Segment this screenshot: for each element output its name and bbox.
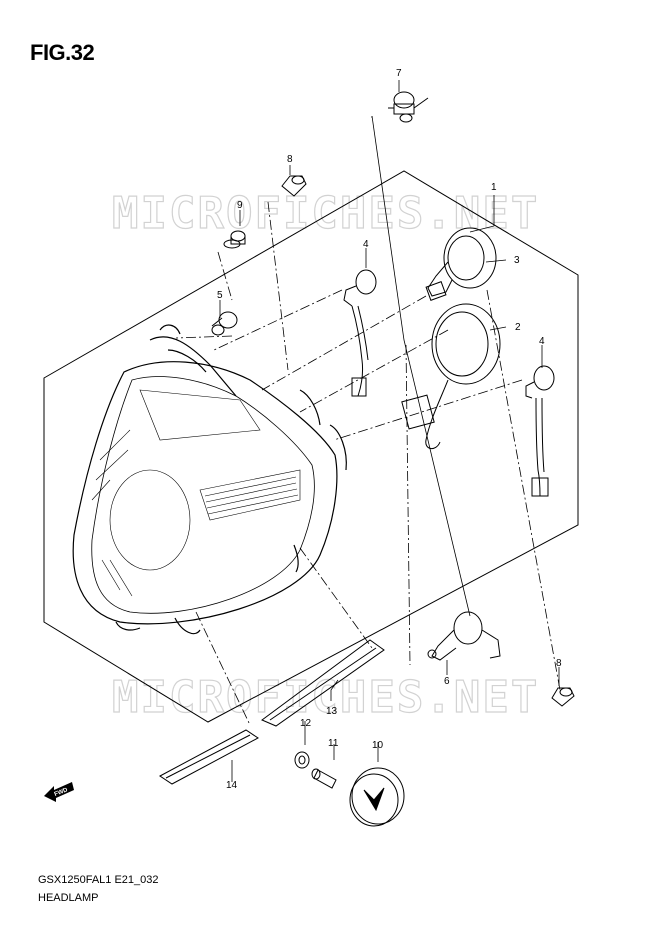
figure-title: FIG.32	[30, 40, 95, 65]
callout-3: 3	[514, 255, 520, 266]
callout-9: 9	[237, 200, 243, 211]
callout-numbers: 1 2 3 4 4 5 6 7 8 8 9 10 11 12 13 14	[217, 68, 562, 791]
screw-9	[223, 230, 246, 249]
projection-lines	[175, 201, 561, 726]
leader-lines	[219, 80, 560, 782]
spacer-11	[311, 768, 337, 789]
callout-2: 2	[515, 322, 521, 333]
trim-strip-13	[261, 639, 385, 727]
callout-4-left: 4	[363, 239, 369, 250]
bulb-holder-2	[401, 303, 501, 449]
callout-8-bottom: 8	[556, 658, 562, 669]
callout-11: 11	[328, 738, 339, 749]
callout-14: 14	[226, 780, 238, 791]
callout-4-right: 4	[539, 336, 545, 347]
wedge-bulb-8-top	[281, 175, 307, 197]
callout-13: 13	[326, 706, 338, 717]
watermark-top: MICROFICHES.NET	[112, 188, 539, 239]
callout-5: 5	[217, 290, 223, 301]
bulb-socket-3	[425, 227, 497, 301]
grommet-5	[211, 311, 238, 336]
bulb-6	[427, 611, 501, 661]
headlamp-reflector	[91, 389, 301, 597]
callout-8-top: 8	[287, 154, 293, 165]
washer-12	[294, 751, 310, 769]
wedge-bulb-8-bottom	[551, 687, 575, 707]
callout-1: 1	[491, 182, 497, 193]
callout-10: 10	[372, 740, 384, 751]
fwd-arrow-icon: FWD	[44, 782, 74, 802]
figure-name: HEADLAMP	[38, 892, 99, 904]
assembly-frame	[43, 170, 579, 723]
position-lamp-socket-left	[343, 269, 377, 397]
fwd-label: FWD	[54, 787, 70, 798]
figure-code: GSX1250FAL1 E21_032	[38, 874, 159, 886]
position-lamp-socket-right	[525, 365, 555, 497]
headlamp-housing	[72, 324, 347, 635]
bulb-7	[388, 91, 429, 123]
callout-7: 7	[396, 68, 402, 79]
watermark-bottom: MICROFICHES.NET	[112, 672, 539, 723]
trim-strip-14	[159, 729, 259, 785]
callout-12: 12	[300, 718, 312, 729]
callout-6: 6	[444, 676, 450, 687]
reflector-cap-10	[349, 767, 405, 827]
